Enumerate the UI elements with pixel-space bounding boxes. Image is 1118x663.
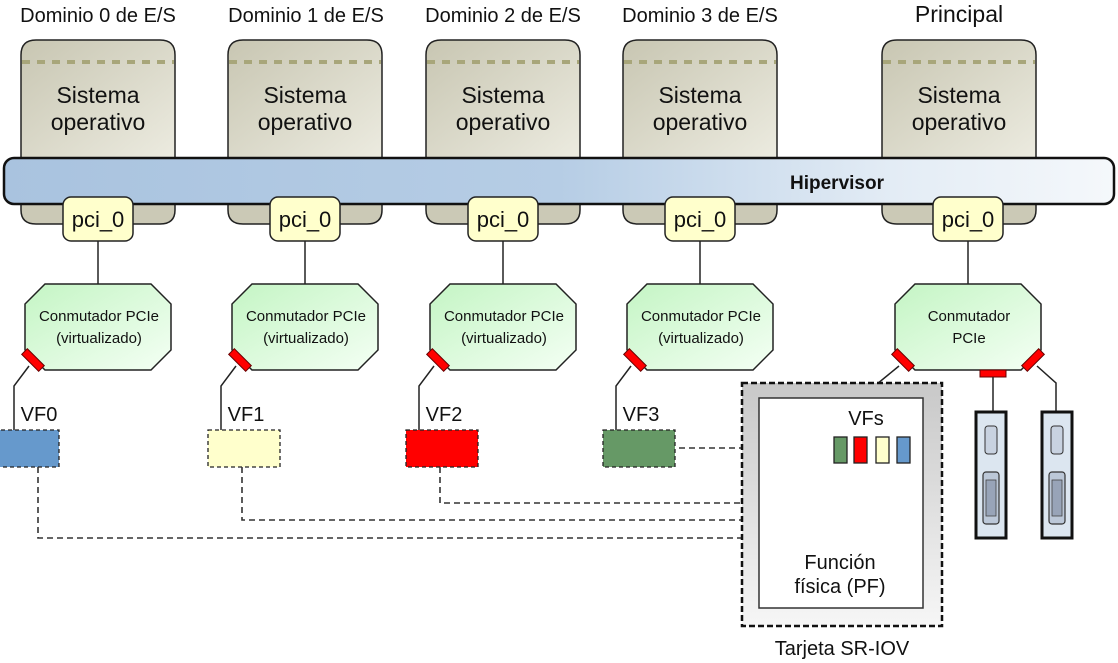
pf-label-line1: Función xyxy=(804,552,875,574)
domain-2-port xyxy=(425,347,451,373)
sriov-card-label: Tarjeta SR-IOV xyxy=(775,638,910,660)
card-vf-0 xyxy=(833,436,848,464)
domain-1-port xyxy=(227,347,253,373)
domain-1-pcie-switch xyxy=(231,283,379,371)
domain-0-switch-label-line2: (virtualizado) xyxy=(56,330,142,347)
pf-label-line2: física (PF) xyxy=(794,576,885,598)
domain-2-switch-label-line2: (virtualizado) xyxy=(461,330,547,347)
serial-port-icon xyxy=(984,425,998,455)
domain-1-switch-label-line2: (virtualizado) xyxy=(263,330,349,347)
primary-switch-label-line2: PCIe xyxy=(952,330,985,347)
domain-0-vf-link xyxy=(13,365,30,430)
domain-2-os-label-line2: operativo xyxy=(456,109,551,135)
domain-3-pcie-switch xyxy=(626,283,774,371)
parallel-port-pins xyxy=(1051,479,1063,517)
domain-0-vf-box xyxy=(0,429,60,468)
domain-3-vf-link xyxy=(615,365,632,430)
domain-2-os-label-line1: Sistema xyxy=(461,82,544,108)
primary-port-left xyxy=(890,347,916,373)
domain-1-pci-label: pci_0 xyxy=(279,207,332,232)
primary-switch-label-line1: Conmutador xyxy=(928,308,1011,325)
domain-0-pcie-switch xyxy=(24,283,172,371)
primary-title: Principal xyxy=(915,1,1003,27)
domain-2-pci-label: pci_0 xyxy=(477,207,530,232)
card-vf-1 xyxy=(853,436,868,464)
domain-3-vf-label: VF3 xyxy=(623,404,660,426)
domain-1-os-shape xyxy=(227,39,383,159)
domain-1-os-label-line1: Sistema xyxy=(263,82,346,108)
domain-3-port xyxy=(622,347,648,373)
domain-0-vf-label: VF0 xyxy=(21,404,58,426)
domain-3-os-shape xyxy=(622,39,778,159)
io-card-1 xyxy=(974,410,1008,540)
domain-3-os-label-line2: operativo xyxy=(653,109,748,135)
card-vf-3 xyxy=(896,436,911,464)
domain-2-vf-box xyxy=(405,429,479,468)
parallel-port-pins xyxy=(985,479,997,517)
domain-2-pcie-switch xyxy=(429,283,577,371)
domain-3-switch-label-line2: (virtualizado) xyxy=(658,330,744,347)
domain-0-os-label-line1: Sistema xyxy=(56,82,139,108)
domain-0-title: Dominio 0 de E/S xyxy=(20,5,176,27)
hypervisor-label: Hipervisor xyxy=(790,173,885,194)
domain-1-vf-link xyxy=(220,365,237,430)
physical-function-box xyxy=(758,397,924,609)
domain-0-switch-label-line1: Conmutador PCIe xyxy=(39,308,159,325)
vfs-label: VFs xyxy=(848,408,884,430)
primary-os-label-line1: Sistema xyxy=(917,82,1000,108)
domain-2-vf-label: VF2 xyxy=(426,404,463,426)
serial-port-icon xyxy=(1050,425,1064,455)
io-card-2 xyxy=(1040,410,1074,540)
domain-3-pci-label: pci_0 xyxy=(674,207,727,232)
primary-port-right xyxy=(1020,347,1046,373)
card-vf-2 xyxy=(875,436,890,464)
domain-0-port xyxy=(20,347,46,373)
domain-2-vf-link xyxy=(418,365,435,430)
primary-pcie-switch xyxy=(894,283,1042,371)
domain-3-vf-box xyxy=(602,429,676,468)
domain-2-switch-label-line1: Conmutador PCIe xyxy=(444,308,564,325)
domain-3-os-label-line1: Sistema xyxy=(658,82,741,108)
domain-1-vf-label: VF1 xyxy=(228,404,265,426)
domain-0-pci-label: pci_0 xyxy=(72,207,125,232)
domain-2-title: Dominio 2 de E/S xyxy=(425,5,581,27)
domain-1-os-label-line2: operativo xyxy=(258,109,353,135)
domain-1-title: Dominio 1 de E/S xyxy=(228,5,384,27)
primary-os-shape xyxy=(881,39,1037,159)
domain-0-os-shape xyxy=(20,39,176,159)
primary-os-label-line2: operativo xyxy=(912,109,1007,135)
primary-port-bottom xyxy=(979,369,1007,378)
io-card-2-link xyxy=(1036,365,1057,412)
domain-1-switch-label-line1: Conmutador PCIe xyxy=(246,308,366,325)
primary-pci-label: pci_0 xyxy=(942,207,995,232)
hypervisor-bar xyxy=(2,156,1116,206)
domain-2-os-shape xyxy=(425,39,581,159)
domain-3-switch-label-line1: Conmutador PCIe xyxy=(641,308,761,325)
domain-0-os-label-line2: operativo xyxy=(51,109,146,135)
domain-3-title: Dominio 3 de E/S xyxy=(622,5,778,27)
domain-1-vf-box xyxy=(207,429,281,468)
